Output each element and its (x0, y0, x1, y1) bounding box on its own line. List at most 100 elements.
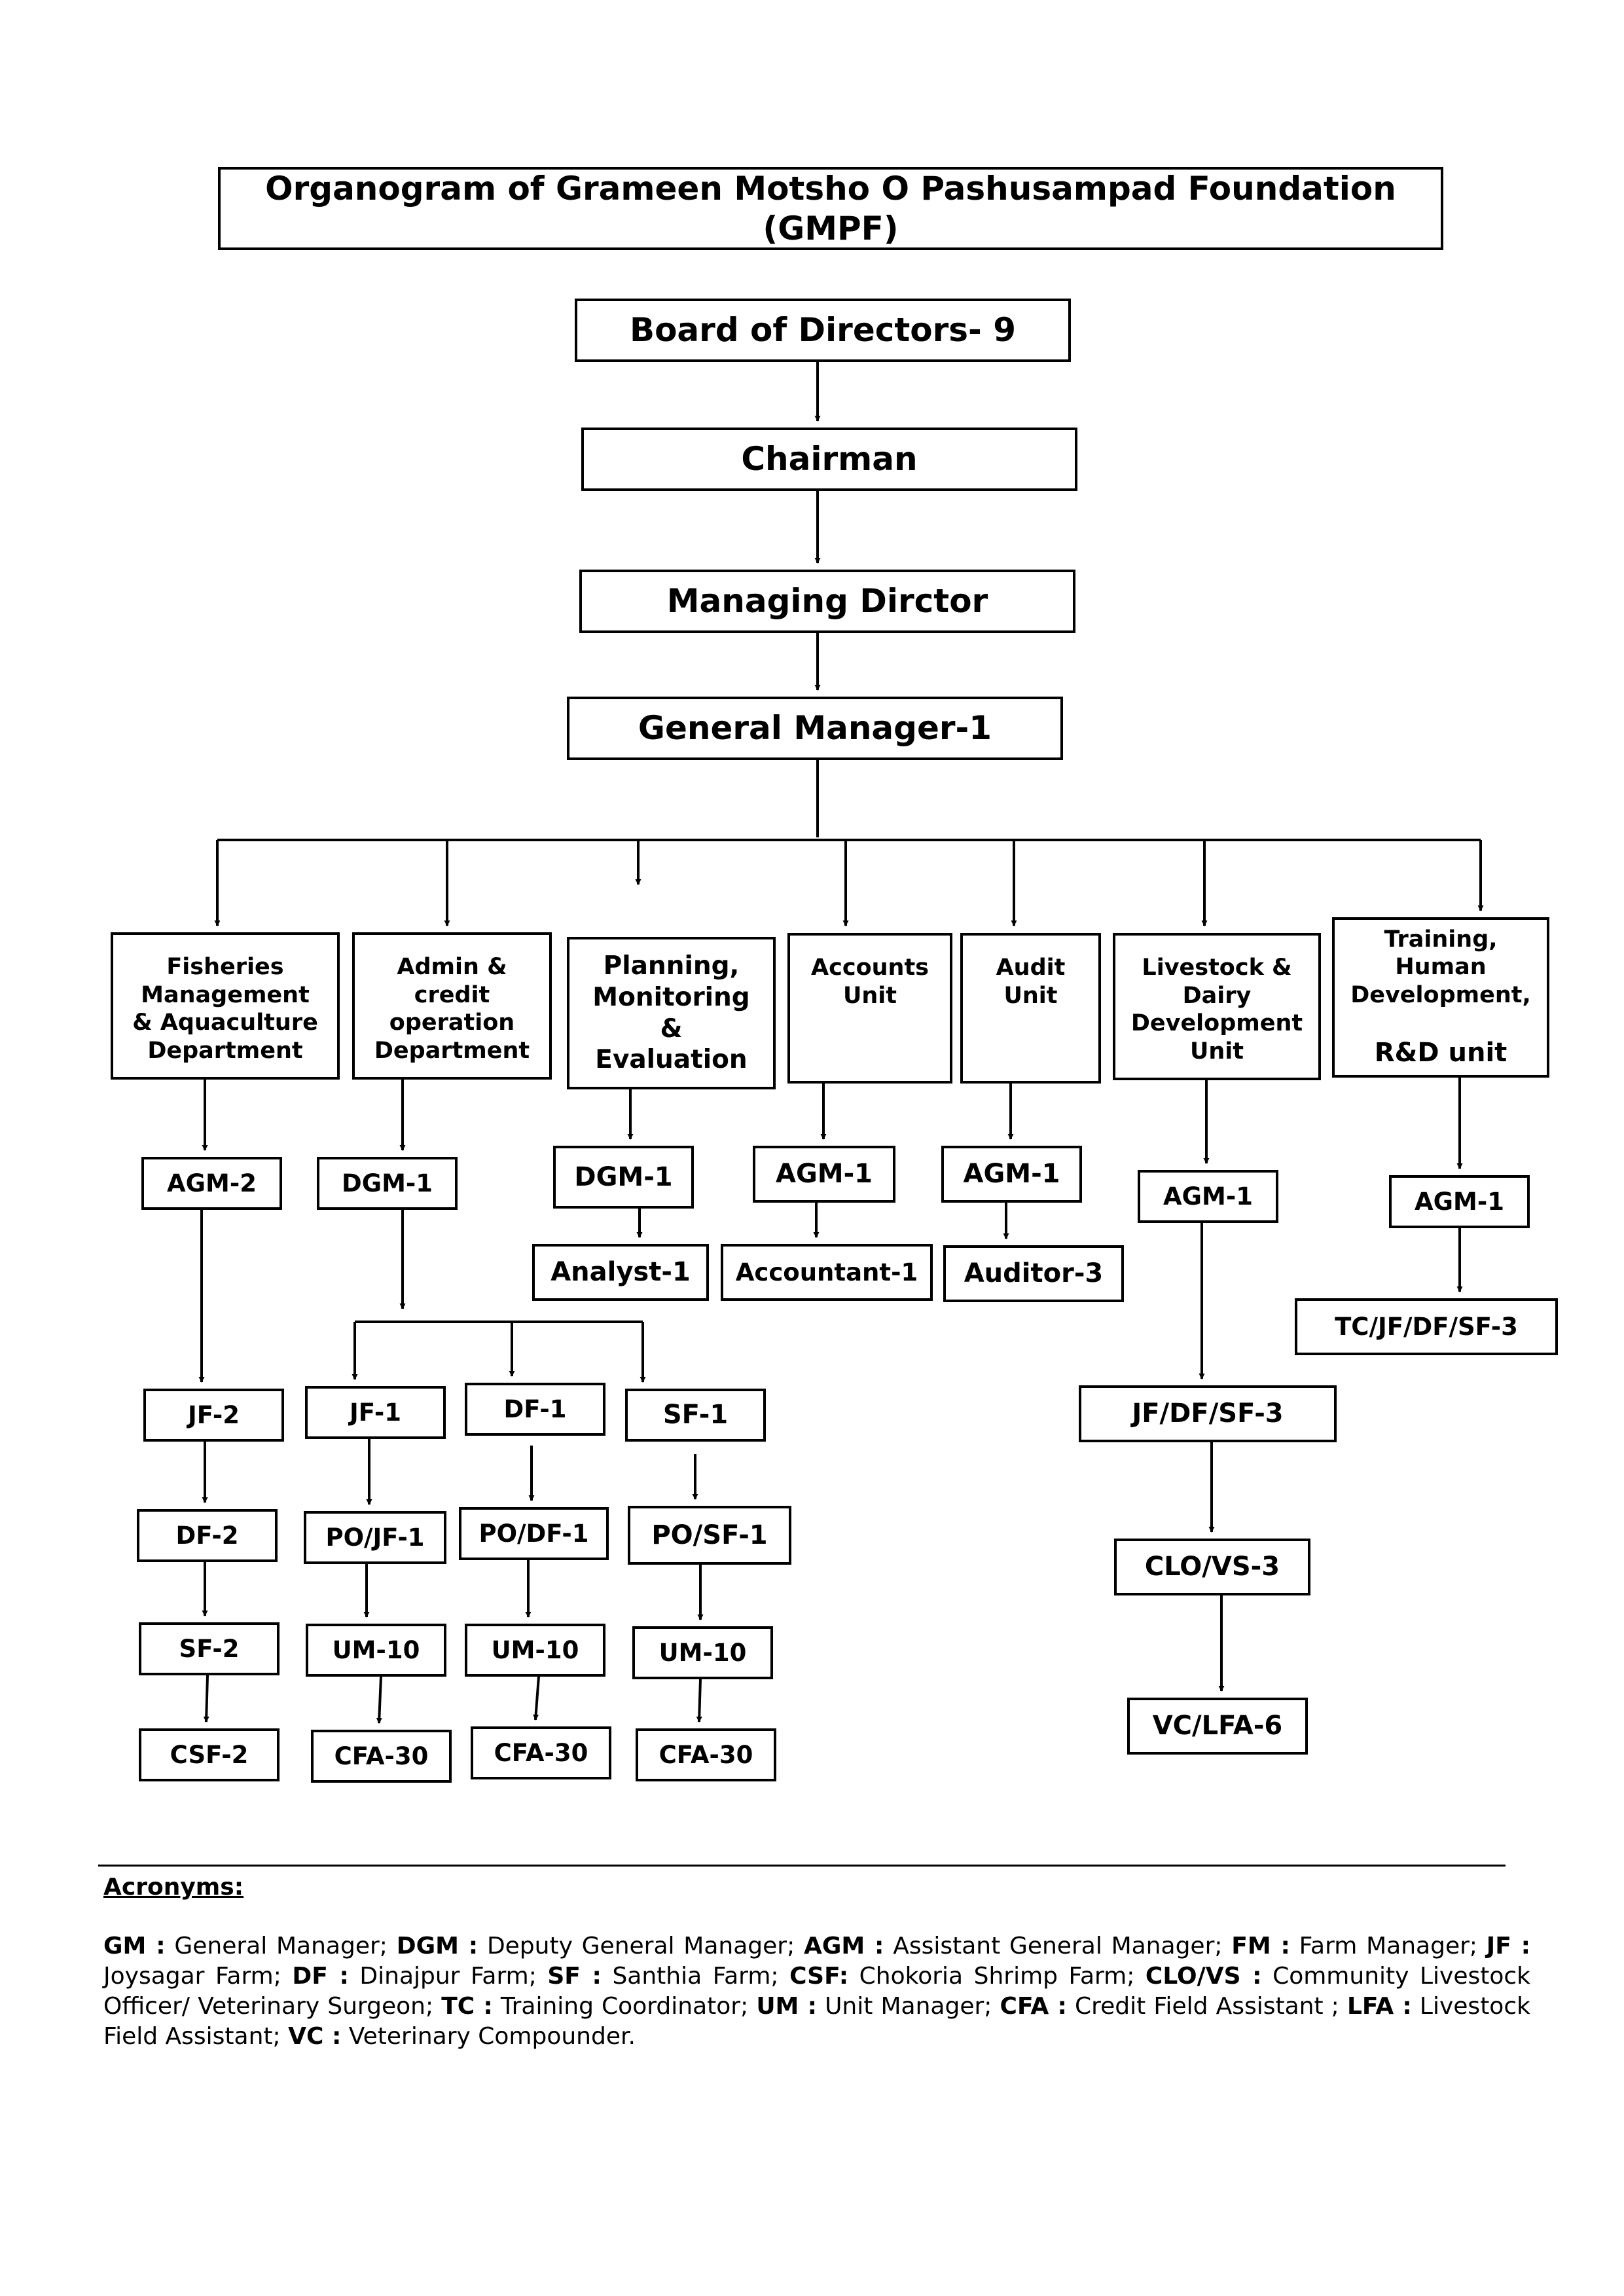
managing-director-box: Managing Dirctor (579, 570, 1075, 633)
accounts-accountant-box: Accountant-1 (721, 1244, 933, 1301)
fisheries-df-box: DF-2 (137, 1509, 278, 1562)
admin-dgm-box: DGM-1 (317, 1157, 458, 1210)
acronym-definition: Community Livestock Officer/ Veterinary … (103, 1963, 1531, 2020)
acronym-definition: Dinajpur Farm; (348, 1963, 548, 1990)
connector-arrow (203, 1675, 209, 1722)
livestock-farms-label: JF/DF/SF-3 (1132, 1398, 1284, 1429)
acronym-definition: General Manager; (165, 1933, 397, 1959)
acronym-abbr: TC : (441, 1993, 493, 2020)
acronym-abbr: LFA : (1346, 1993, 1412, 2020)
admin-um-jf-label: UM-10 (332, 1635, 420, 1664)
admin-department-box: Admin & credit operation Department (352, 932, 552, 1080)
livestock-agm-label: AGM-1 (1163, 1182, 1253, 1211)
admin-cfa-sf-label: CFA-30 (659, 1740, 753, 1769)
general-manager-label: General Manager-1 (638, 709, 992, 747)
accounts-unit-box: Accounts Unit (787, 933, 952, 1084)
training-unit-label-group: Training, Human Development, R&D unit (1350, 898, 1531, 1097)
acronym-definition: Deputy General Manager; (478, 1933, 804, 1959)
planning-department-label: Planning, Monitoring & Evaluation (592, 951, 750, 1075)
acronym-definition: Chokoria Shrimp Farm; (848, 1963, 1146, 1990)
acronym-definition: Santhia Farm; (601, 1963, 790, 1990)
acronym-abbr: DGM : (396, 1933, 478, 1959)
acronyms-divider (98, 1865, 1506, 1867)
training-agm-label: AGM-1 (1415, 1187, 1504, 1216)
acronym-abbr: CFA : (1000, 1993, 1067, 2020)
admin-po-jf-label: PO/JF-1 (325, 1523, 425, 1552)
planning-dgm-label: DGM-1 (574, 1161, 673, 1192)
admin-jf-label: JF-1 (349, 1398, 401, 1427)
admin-um-df-label: UM-10 (491, 1635, 579, 1664)
acronym-definition: Joysagar Farm; (103, 1963, 293, 1990)
acronym-abbr: DF : (292, 1963, 349, 1990)
connector-arrow (696, 1679, 702, 1722)
fisheries-csf-box: CSF-2 (139, 1728, 280, 1781)
acronym-definition: Livestock Field Assistant; (103, 1993, 1530, 2050)
acronym-definition: Training Coordinator; (492, 1993, 757, 2020)
acronyms-text: GM : General Manager; DGM : Deputy Gener… (103, 1931, 1530, 2052)
acronym-abbr: SF : (547, 1963, 602, 1990)
admin-df-box: DF-1 (465, 1383, 605, 1436)
planning-department-box: Planning, Monitoring & Evaluation (567, 937, 776, 1089)
admin-cfa-jf-box: CFA-30 (311, 1730, 452, 1783)
managing-director-label: Managing Dirctor (666, 582, 988, 620)
audit-unit-label: Audit Unit (996, 955, 1066, 1009)
board-box: Board of Directors- 9 (575, 299, 1071, 362)
livestock-farms-box: JF/DF/SF-3 (1079, 1385, 1337, 1442)
livestock-unit-box: Livestock & Dairy Development Unit (1113, 933, 1321, 1080)
acronym-abbr: AGM : (803, 1933, 884, 1959)
planning-dgm-box: DGM-1 (553, 1146, 694, 1209)
connector-arrow (376, 1676, 382, 1724)
training-staff-label: TC/JF/DF/SF-3 (1335, 1312, 1518, 1341)
fisheries-csf-label: CSF-2 (170, 1740, 249, 1769)
livestock-agm-box: AGM-1 (1138, 1170, 1278, 1223)
training-unit-label: Training, Human Development, (1350, 926, 1531, 1009)
training-unit-box: Training, Human Development, R&D unit (1332, 917, 1549, 1078)
admin-jf-box: JF-1 (305, 1386, 446, 1439)
acronym-abbr: GM : (103, 1933, 166, 1959)
planning-analyst-box: Analyst-1 (532, 1244, 709, 1301)
admin-um-jf-box: UM-10 (306, 1624, 446, 1677)
admin-department-label: Admin & credit operation Department (374, 954, 530, 1065)
fisheries-sf-label: SF-2 (179, 1634, 240, 1663)
audit-auditor-box: Auditor-3 (943, 1245, 1124, 1302)
connector-arrow (533, 1676, 540, 1721)
fisheries-department-label: Fisheries Management & Aquaculture Depar… (132, 954, 318, 1065)
accounts-agm-label: AGM-1 (775, 1159, 873, 1190)
admin-po-sf-label: PO/SF-1 (651, 1520, 768, 1550)
livestock-clo-vs-box: CLO/VS-3 (1114, 1539, 1310, 1595)
acronym-definition: Veterinary Compounder. (341, 2023, 636, 2050)
acronym-abbr: VC : (288, 2023, 342, 2050)
acronym-abbr: CSF: (789, 1963, 849, 1990)
audit-agm-label: AGM-1 (963, 1159, 1060, 1190)
acronyms-heading: Acronyms: (103, 1874, 244, 1901)
livestock-vc-lfa-label: VC/LFA-6 (1152, 1711, 1283, 1741)
admin-cfa-sf-box: CFA-30 (636, 1728, 776, 1781)
chairman-box: Chairman (581, 428, 1077, 491)
acronym-abbr: JF : (1486, 1933, 1531, 1959)
livestock-clo-vs-label: CLO/VS-3 (1144, 1552, 1280, 1582)
admin-sf-box: SF-1 (625, 1389, 766, 1442)
acronym-abbr: CLO/VS : (1145, 1963, 1262, 1990)
admin-cfa-df-label: CFA-30 (494, 1738, 588, 1767)
fisheries-jf-box: JF-2 (143, 1389, 284, 1442)
fisheries-df-label: DF-2 (175, 1521, 239, 1550)
training-agm-box: AGM-1 (1389, 1175, 1530, 1228)
admin-um-sf-box: UM-10 (632, 1626, 773, 1679)
admin-dgm-label: DGM-1 (341, 1169, 433, 1197)
acronym-abbr: FM : (1231, 1933, 1290, 1959)
training-staff-box: TC/JF/DF/SF-3 (1295, 1298, 1558, 1355)
admin-um-sf-label: UM-10 (659, 1638, 747, 1667)
admin-po-sf-box: PO/SF-1 (628, 1506, 791, 1565)
acronym-definition: Assistant General Manager; (884, 1933, 1232, 1959)
fisheries-department-box: Fisheries Management & Aquaculture Depar… (111, 932, 340, 1080)
admin-po-df-label: PO/DF-1 (478, 1519, 589, 1548)
admin-po-jf-box: PO/JF-1 (304, 1511, 446, 1564)
admin-po-df-box: PO/DF-1 (459, 1507, 609, 1560)
page-title: Organogram of Grameen Motsho O Pashusamp… (218, 167, 1443, 250)
accounts-unit-label: Accounts Unit (810, 955, 929, 1009)
planning-analyst-label: Analyst-1 (550, 1257, 691, 1288)
board-label: Board of Directors- 9 (629, 311, 1017, 349)
admin-um-df-box: UM-10 (465, 1624, 605, 1677)
